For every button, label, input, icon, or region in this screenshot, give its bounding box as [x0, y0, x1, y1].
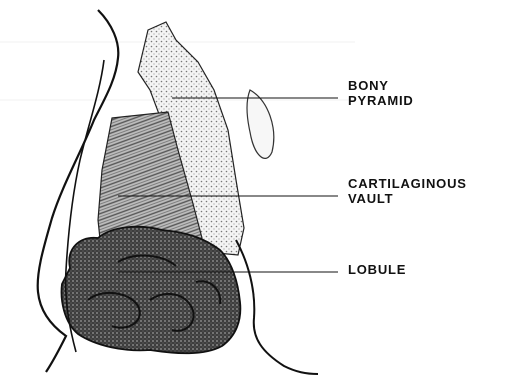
alar-rim-outline	[236, 240, 318, 374]
bony-pyramid-label: BONY PYRAMID	[348, 78, 414, 108]
lobule-region	[62, 227, 241, 354]
cartilaginous-vault-label: CARTILAGINOUS VAULT	[348, 176, 467, 206]
lobule-label: LOBULE	[348, 262, 406, 277]
